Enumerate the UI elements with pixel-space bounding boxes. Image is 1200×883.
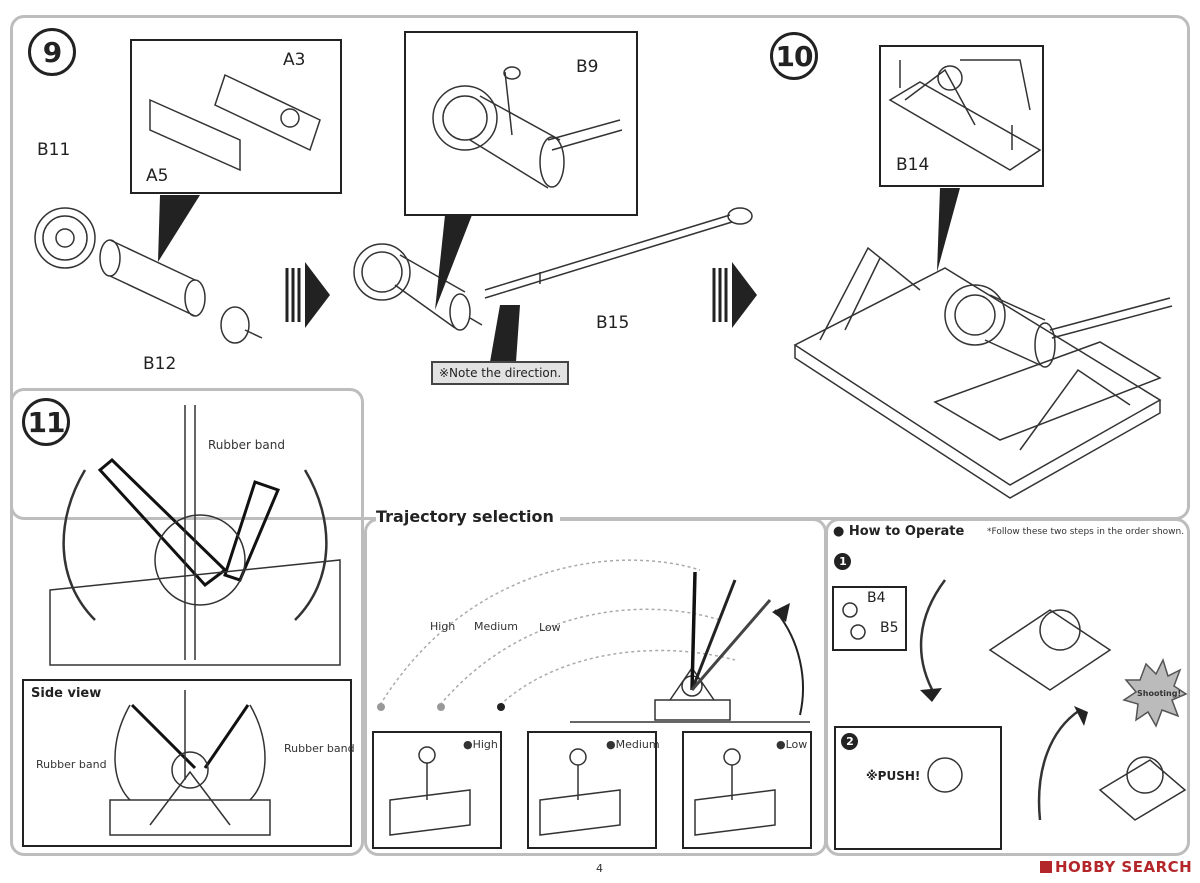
hobby-search-logo-icon: [1040, 861, 1052, 873]
setting-low-drawing: [694, 748, 776, 836]
operate-step-1: 1: [834, 553, 851, 570]
setting-low-label: ●Low: [776, 738, 808, 751]
operate-push-box: [834, 726, 1002, 850]
arc-label-low: Low: [539, 621, 561, 634]
tube-a3-a5: [99, 239, 206, 317]
rod-b15: [484, 207, 753, 299]
hobby-search-watermark: HOBBY SEARCH: [1040, 858, 1192, 876]
cap-b12: [220, 306, 263, 344]
step-10-number: 10: [770, 32, 818, 80]
inset-b-assembly: [432, 66, 623, 189]
operate-step-2: 2: [841, 733, 858, 750]
trajectory-title: Trajectory selection: [376, 507, 560, 526]
side-view-box: [22, 679, 352, 847]
inset-c-frame: [888, 59, 1042, 171]
side-view-right-label: Rubber band: [284, 742, 355, 755]
rubber-band-catapult: [49, 405, 341, 666]
operate-panel: [825, 518, 1190, 856]
part-b4: B4: [867, 590, 886, 606]
shooting-burst: [1122, 658, 1188, 728]
part-b5: B5: [880, 620, 899, 636]
next-arrow-1: [285, 268, 301, 322]
operate-drawings: [842, 579, 1187, 821]
operate-parts-box: [832, 586, 907, 651]
setting-high-drawing: [389, 746, 471, 836]
setting-box-low: [682, 731, 812, 849]
label-b15: B15: [596, 313, 630, 333]
label-a3: A3: [283, 50, 306, 70]
operate-title: ● How to Operate: [833, 524, 965, 539]
setting-medium-label: ●Medium: [606, 738, 660, 751]
gear-b11: [34, 207, 96, 269]
step11-panel: [10, 388, 364, 856]
setting-high-label: ●High: [463, 738, 498, 751]
side-view-left-label: Rubber band: [36, 758, 107, 771]
rubber-band-label: Rubber band: [208, 438, 285, 452]
step-9-number: 9: [28, 28, 76, 76]
arc-label-medium: Medium: [474, 620, 518, 633]
setting-box-medium: [527, 731, 657, 849]
operate-instruction: *Follow these two steps in the order sho…: [987, 527, 1185, 537]
catapult-side: [570, 571, 810, 723]
inset-box-a3-a5: [130, 39, 342, 194]
shooting-label: Shooting!: [1137, 689, 1182, 698]
label-b14: B14: [896, 155, 930, 175]
label-b11: B11: [37, 140, 71, 160]
label-b12: B12: [143, 354, 177, 374]
side-view-drawing: [109, 690, 271, 836]
gear-tube-assembly: [353, 243, 483, 331]
label-a5: A5: [146, 166, 169, 186]
label-b9: B9: [576, 57, 599, 77]
arc-label-high: High: [430, 620, 456, 633]
inset-box-b9: [404, 31, 638, 216]
setting-medium-drawing: [539, 748, 621, 836]
inset-box-b14: [879, 45, 1044, 187]
push-label: ※PUSH!: [866, 769, 921, 783]
setting-box-high: [372, 731, 502, 849]
direction-note: ※Note the direction.: [431, 361, 570, 385]
stand-frame: [793, 246, 1173, 499]
step-11-number: 11: [22, 398, 70, 446]
inset-a-parts: [149, 73, 321, 172]
page-number: 4: [596, 862, 603, 875]
side-view-title: Side view: [31, 686, 102, 701]
